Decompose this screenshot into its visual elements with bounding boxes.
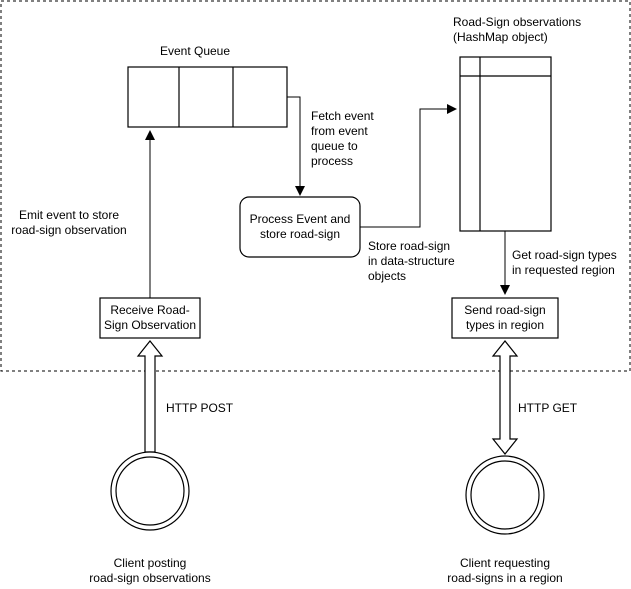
get-label-line1: Get road-sign types <box>512 248 617 262</box>
fetch-label-line4: process <box>311 154 353 168</box>
send-label-line1: Send road-sign <box>464 303 545 317</box>
process-event-label-line2: store road-sign <box>260 227 340 241</box>
receive-label-line2: Sign Observation <box>104 318 196 332</box>
http-get-arrow <box>491 340 519 455</box>
http-get-label: HTTP GET <box>518 401 578 415</box>
server-boundary <box>0 0 631 372</box>
http-post-label: HTTP POST <box>166 401 234 415</box>
send-types-box <box>451 297 559 339</box>
send-label-line2: types in region <box>466 318 544 332</box>
client-posting-label-line2: road-sign observations <box>89 571 210 585</box>
client-posting-label-line1: Client posting <box>114 556 187 570</box>
http-post-arrow <box>136 340 164 453</box>
fetch-label-line3: queue to <box>311 139 358 153</box>
get-label-line2: in requested region <box>512 263 615 277</box>
emit-label-line1: Emit event to store <box>19 208 119 222</box>
store-label-line1: Store road-sign <box>368 239 450 253</box>
client-posting-node <box>110 451 190 531</box>
client-requesting-node <box>465 455 545 535</box>
process-event-label-line1: Process Event and <box>250 212 351 226</box>
event-queue-title: Event Queue <box>160 44 230 58</box>
fetch-label-line1: Fetch event <box>311 109 374 123</box>
fetch-label-line2: from event <box>311 124 368 138</box>
fetch-arrow <box>287 96 305 196</box>
store-label-line2: in data-structure <box>368 254 455 268</box>
event-queue <box>127 66 288 128</box>
store-arrow <box>360 104 457 228</box>
receive-label-line1: Receive Road- <box>110 303 189 317</box>
store-label-line3: objects <box>368 269 406 283</box>
emit-label-line2: road-sign observation <box>11 223 126 237</box>
client-requesting-label-line2: road-signs in a region <box>447 571 562 585</box>
client-requesting-label-line1: Client requesting <box>460 556 550 570</box>
hashmap-title-line1: Road-Sign observations <box>453 15 581 29</box>
hashmap-table <box>459 56 552 232</box>
hashmap-title-line2: (HashMap object) <box>453 30 548 44</box>
